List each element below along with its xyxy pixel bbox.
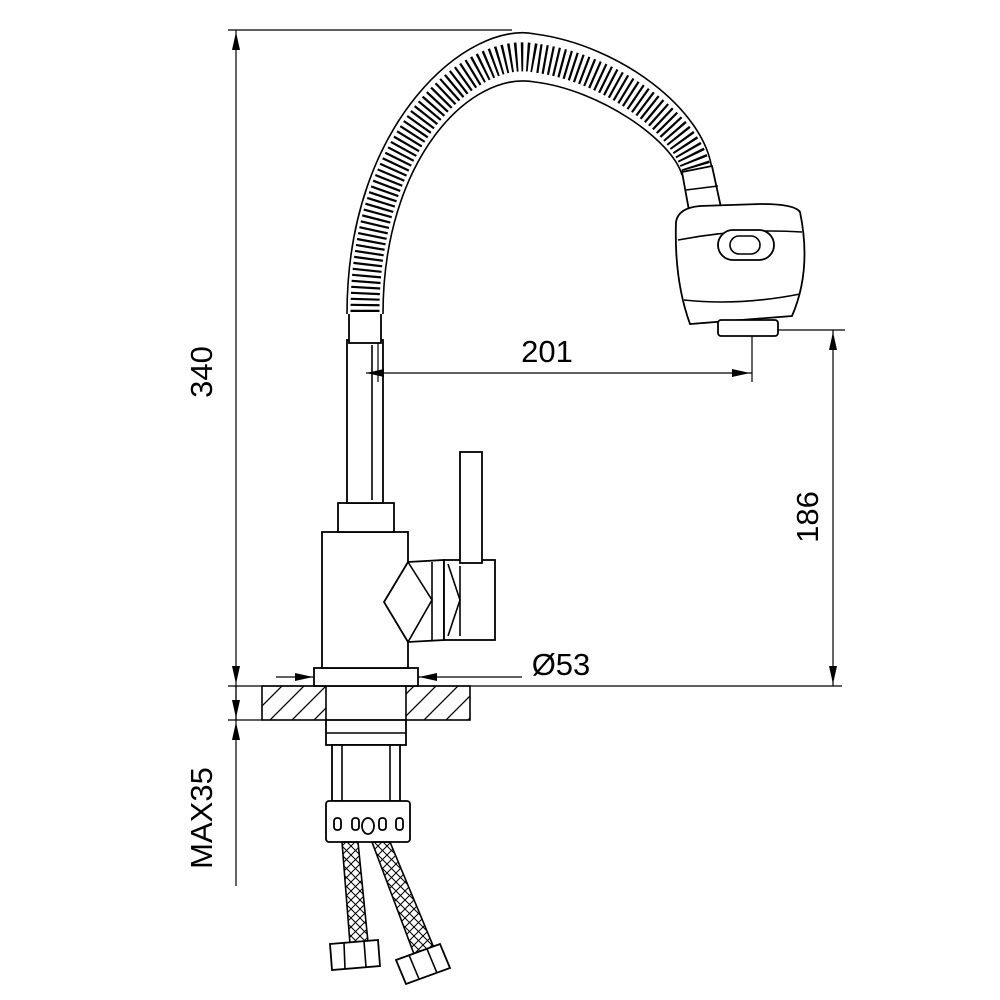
- valve-and-handle: [382, 451, 496, 643]
- dimension-base-diameter: Ø53: [276, 647, 590, 682]
- arrow-186-bottom: [829, 666, 837, 684]
- dimension-spout-reach: 201: [366, 334, 753, 382]
- spray-head-bottom-band: [683, 293, 801, 303]
- hose-nut-right-facet-1: [408, 954, 420, 980]
- hose-nut-left-facet-1: [343, 942, 346, 970]
- spray-head-connector-band: [685, 185, 719, 191]
- lock-ring-hole-right: [395, 817, 404, 831]
- spray-head-shell: [674, 203, 806, 325]
- dimension-total-height: 340: [184, 29, 512, 686]
- label-186: 186: [790, 491, 825, 543]
- arrow-340-bottom: [232, 666, 240, 684]
- lock-ring-hole-mid-right: [378, 817, 387, 831]
- spray-mode-slot: [717, 229, 775, 261]
- arrow-201-left: [366, 369, 384, 377]
- spout-ring: [348, 311, 382, 344]
- hose-nut-left-facet-2: [363, 940, 367, 968]
- hose-nut-left: [329, 939, 381, 971]
- dimension-max-thickness: MAX35: [184, 686, 240, 886]
- label-max35: MAX35: [184, 767, 219, 869]
- arrow-53-left: [295, 673, 313, 681]
- mounting-hardware: [325, 719, 411, 843]
- lock-ring-hole-center: [361, 817, 375, 835]
- label-diameter-53: Ø53: [532, 647, 591, 682]
- gooseneck-corrugations: [350, 42, 712, 313]
- arrow-max35-upper: [232, 700, 240, 718]
- arrow-201-right: [732, 369, 750, 377]
- gooseneck-outer-edge: [346, 31, 713, 315]
- spray-mode-slot-inner: [729, 235, 761, 255]
- valve-block: [382, 559, 445, 643]
- dimension-spout-height: 186: [778, 329, 845, 686]
- lock-ring-hole-mid-left: [351, 817, 360, 831]
- handle-lever: [459, 451, 483, 564]
- countertop-hatch-right: [405, 685, 471, 721]
- supply-hose-left: [341, 841, 369, 945]
- arrow-max35-lower: [232, 722, 240, 740]
- spray-outlet: [717, 319, 779, 337]
- spray-head: [674, 164, 806, 337]
- arrow-340-top: [232, 32, 240, 50]
- countertop-hatch-left: [261, 685, 327, 721]
- countertop: [228, 685, 842, 721]
- handle-housing: [443, 559, 496, 641]
- gooseneck-inner-edge: [382, 80, 683, 315]
- arrow-186-top: [829, 332, 837, 350]
- hose-nut-right-facet-2: [426, 948, 438, 974]
- label-201: 201: [521, 334, 573, 369]
- flexible-gooseneck: [346, 31, 713, 315]
- supply-hoses: [329, 841, 452, 986]
- label-340: 340: [184, 346, 219, 398]
- supply-hose-right: [370, 841, 436, 955]
- arrow-53-right: [419, 673, 437, 681]
- base-flange: [313, 667, 419, 687]
- faucet-body: [313, 311, 419, 687]
- hose-nut-right: [394, 942, 452, 986]
- spout-collar: [337, 502, 395, 533]
- lock-ring-hole-left: [333, 817, 342, 831]
